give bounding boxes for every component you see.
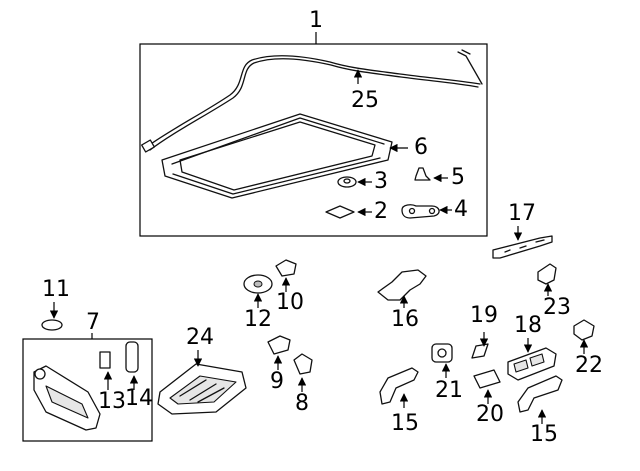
round-pad-center (253, 280, 263, 288)
callout-8: 8 (295, 391, 309, 416)
clip-10-part (275, 259, 297, 277)
callout-15b: 15 (530, 422, 558, 447)
clip-9-part (267, 335, 291, 355)
drain-hose-part (147, 55, 481, 147)
hose-end-right (457, 49, 483, 85)
overhead-console-lines (179, 379, 225, 403)
callout-11: 11 (42, 277, 70, 302)
sunvisor-group-frame (22, 338, 153, 442)
handle-bracket-part (377, 269, 427, 301)
callout-22: 22 (575, 353, 603, 378)
grab-handle-left-part (379, 367, 419, 405)
callout-6: 6 (414, 135, 428, 160)
button-21-center (437, 348, 447, 358)
callout-18: 18 (514, 313, 542, 338)
callout-10: 10 (276, 290, 304, 315)
rail-bracket-detail (504, 239, 545, 253)
hose-end-left (141, 139, 155, 153)
callout-2: 2 (374, 199, 388, 224)
callout-4: 4 (454, 197, 468, 222)
drain-hose-part-inner (149, 58, 479, 151)
bracket-hole-1 (408, 207, 416, 215)
clip-8-part (293, 353, 313, 375)
sunroof-frame-inner (179, 121, 376, 191)
lens-part (471, 343, 489, 359)
switch-panel-buttons (513, 353, 545, 373)
clip-part (337, 176, 357, 188)
sunvisor-mirror (45, 385, 89, 419)
push-pin-part (414, 167, 431, 181)
sunroof-frame-part (161, 113, 393, 199)
callout-17: 17 (508, 201, 536, 226)
sunvisor-pivot (34, 368, 46, 380)
callout-3: 3 (374, 169, 388, 194)
callout-15a: 15 (391, 411, 419, 436)
callout-21: 21 (435, 378, 463, 403)
callout-5: 5 (451, 165, 465, 190)
callout-14: 14 (125, 386, 153, 411)
button-21-part (431, 343, 453, 363)
cap-part (41, 319, 63, 331)
callout-24: 24 (186, 325, 214, 350)
callout-9: 9 (270, 369, 284, 394)
callout-23: 23 (543, 295, 571, 320)
callout-16: 16 (391, 307, 419, 332)
bracket-part (401, 204, 440, 219)
pad-part (325, 205, 355, 219)
clip-22-part (573, 319, 595, 341)
sunroof-frame-inner2 (171, 117, 385, 195)
callout-13: 13 (98, 389, 126, 414)
callout-12: 12 (244, 307, 272, 332)
lamp-cover-part (99, 351, 111, 369)
pad-20-part (473, 369, 501, 389)
callout-19: 19 (470, 303, 498, 328)
callout-1: 1 (309, 8, 323, 33)
mirror-cover-part (125, 341, 139, 373)
sunroof-assembly-frame (139, 43, 488, 237)
overhead-console-detail (169, 375, 237, 405)
small-bracket-part (537, 263, 557, 285)
callout-7: 7 (86, 310, 100, 335)
grab-handle-right-part (517, 375, 563, 413)
clip-hole (343, 178, 351, 184)
callout-25: 25 (351, 88, 379, 113)
callout-20: 20 (476, 402, 504, 427)
bracket-hole-2 (428, 207, 436, 215)
